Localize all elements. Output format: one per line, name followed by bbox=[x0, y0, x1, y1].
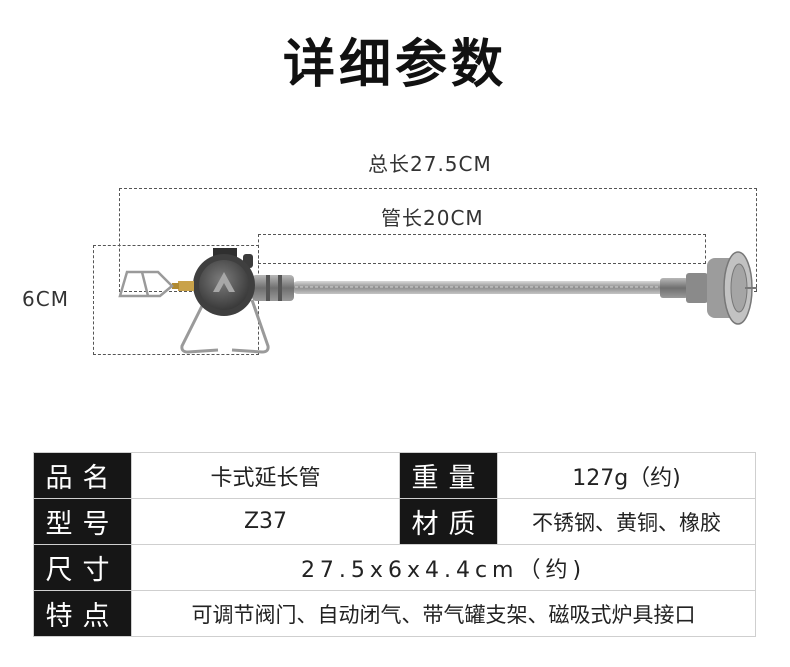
table-row: 型号 Z37 材质 不锈钢、黄铜、橡胶 bbox=[33, 498, 756, 545]
weight-header: 重量 bbox=[399, 452, 498, 499]
valve-body bbox=[193, 248, 255, 316]
canister-adaptor bbox=[707, 251, 757, 325]
name-value: 卡式延长管 bbox=[131, 452, 400, 499]
right-connector bbox=[660, 273, 708, 303]
brass-nozzle bbox=[172, 281, 194, 291]
tube-length-label: 管长20CM bbox=[381, 206, 484, 230]
model-value: Z37 bbox=[131, 498, 400, 545]
page-title: 详细参数 bbox=[282, 35, 507, 95]
name-header: 品名 bbox=[33, 452, 132, 499]
table-row: 尺寸 27.5x6x4.4cm（约) bbox=[33, 544, 756, 591]
table-row: 特点 可调节阀门、自动闭气、带气罐支架、磁吸式炉具接口 bbox=[33, 590, 756, 637]
stand-legs bbox=[180, 299, 270, 354]
material-value: 不锈钢、黄铜、橡胶 bbox=[497, 498, 756, 545]
hose bbox=[292, 281, 667, 294]
size-value: 27.5x6x4.4cm（约) bbox=[131, 544, 756, 591]
product-image bbox=[118, 248, 757, 354]
model-header: 型号 bbox=[33, 498, 132, 545]
size-header: 尺寸 bbox=[33, 544, 132, 591]
height-label: 6CM bbox=[22, 287, 69, 311]
spec-table: 品名 卡式延长管 重量 127g（约) 型号 Z37 材质 不锈钢、黄铜、橡胶 … bbox=[33, 452, 756, 637]
weight-value: 127g（约) bbox=[497, 452, 756, 499]
table-row: 品名 卡式延长管 重量 127g（约) bbox=[33, 452, 756, 499]
features-header: 特点 bbox=[33, 590, 132, 637]
wire-holder bbox=[118, 270, 174, 298]
material-header: 材质 bbox=[399, 498, 498, 545]
features-value: 可调节阀门、自动闭气、带气罐支架、磁吸式炉具接口 bbox=[131, 590, 756, 637]
left-connector bbox=[252, 275, 294, 301]
total-length-label: 总长27.5CM bbox=[368, 152, 492, 176]
